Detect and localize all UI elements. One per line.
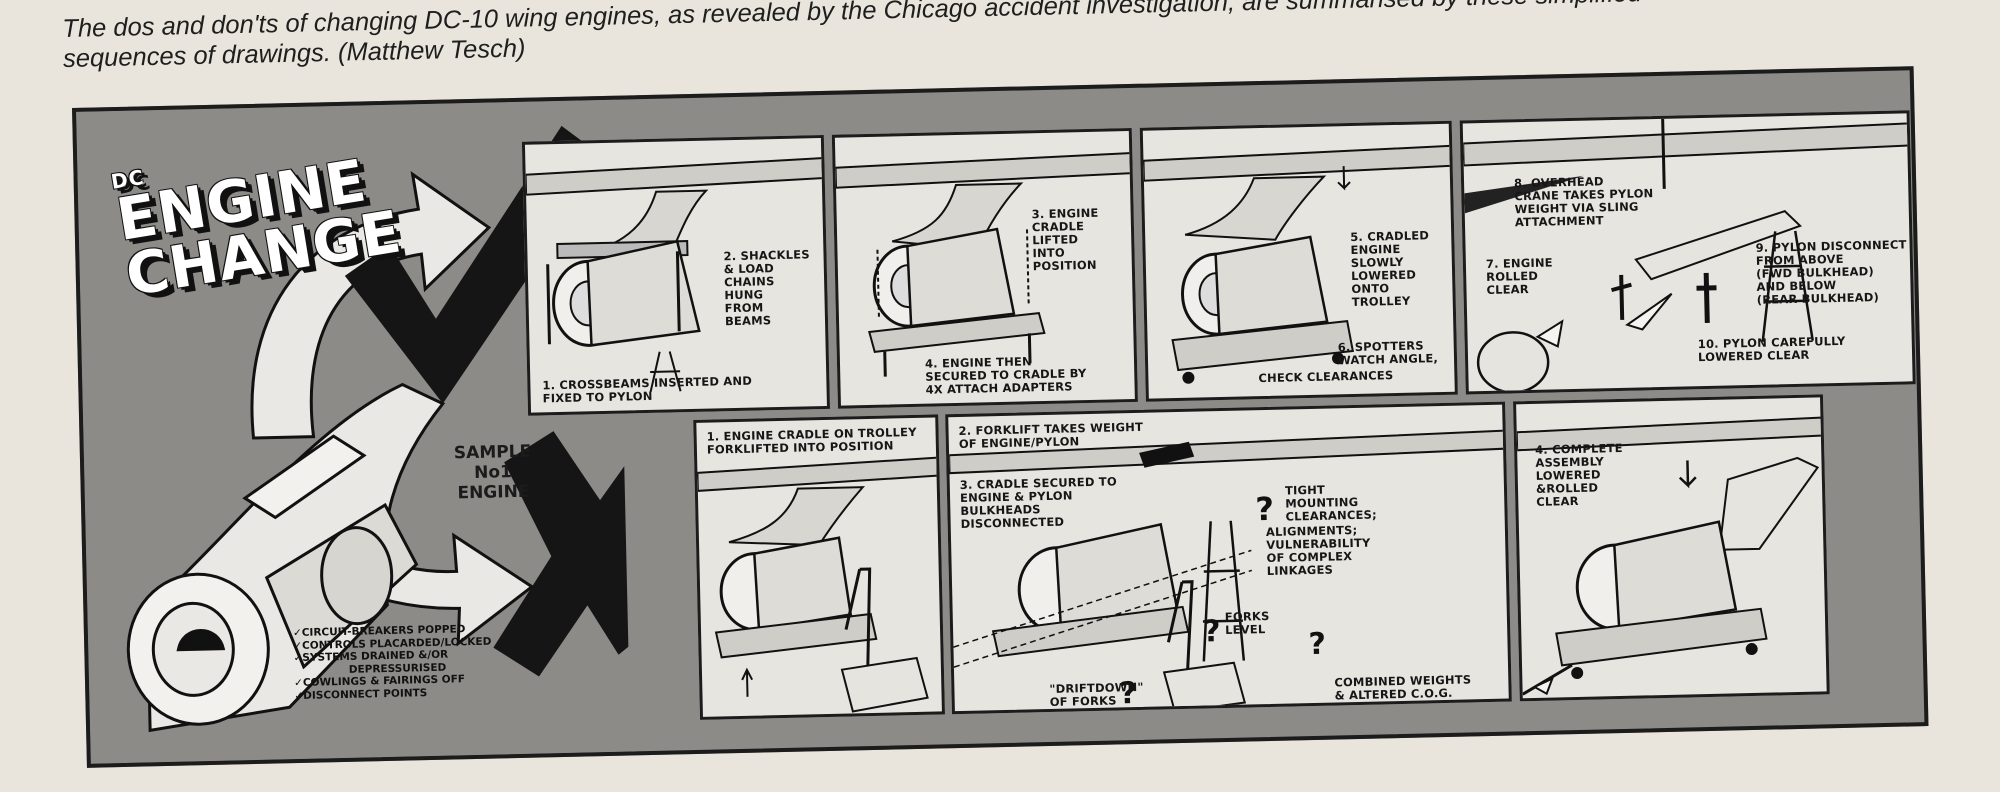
warning-alignments-label: ALIGNMENTS; VULNERABILITY OF COMPLEX LIN… [1265,522,1371,579]
panel-wrong-1: 1. ENGINE CRADLE ON TROLLEY FORKLIFTED I… [693,414,945,720]
warning-forks-level-label: FORKS LEVEL [1224,608,1270,637]
wrong-step-2-label: 2. FORKLIFT TAKES WEIGHT OF ENGINE/PYLON [958,419,1144,451]
sample-engine-label: SAMPLE No1 ENGINE [453,441,532,504]
wrong-step-3-label: 3. CRADLE SECURED TO ENGINE & PYLON BULK… [959,474,1118,531]
figure-caption: The dos and don'ts of changing DC-10 win… [62,0,1943,74]
warning-driftdown-label: "DRIFTDOWN" OF FORKS [1049,679,1144,709]
crossbeam-drawing [524,156,827,393]
correct-step-9-label: 9. PYLON DISCONNECT FROM ABOVE (FWD BULK… [1755,237,1907,307]
comic-strip: DC ENGINE CHANGE SAMPLE No1 ENGINE ✓CIRC… [72,66,1929,768]
sample-engine-drawing [126,382,446,733]
correct-step-3-label: 3. ENGINE CRADLE LIFTED INTO POSITION [1031,205,1099,274]
wrong-step-4-label: 4. COMPLETE ASSEMBLY LOWERED &ROLLED CLE… [1534,440,1623,509]
question-mark-icon: ? [1308,627,1326,662]
question-mark-icon: ? [1203,614,1221,649]
correct-step-2-label: 2. SHACKLES & LOAD CHAINS HUNG FROM BEAM… [723,247,810,329]
forklift-cradle-drawing [696,456,944,713]
warning-clearances-label: TIGHT MOUNTING CLEARANCES; [1284,482,1377,524]
forklift-pylon-drawing: ? ? ? ? [948,429,1511,714]
arrow-up-icon [250,171,492,440]
trolley-lower-drawing [1142,144,1457,384]
correct-step-6-label: 6. SPOTTERS WATCH ANGLE, [1337,338,1439,368]
warning-combined-weights-label: COMBINED WEIGHTS & ALTERED C.o.G. [1334,672,1472,703]
panel-correct-4: 8. OVERHEAD CRANE TAKES PYLON WEIGHT VIA… [1459,110,1916,395]
cradle-lift-drawing [834,151,1137,377]
correct-step-8-label: 8. OVERHEAD CRANE TAKES PYLON WEIGHT VIA… [1513,174,1654,230]
panel-wrong-2: ? ? ? ? 2. FORKLIFT TAKES WEIGHT OF ENGI… [945,401,1512,715]
panel-wrong-3: 4. COMPLETE ASSEMBLY LOWERED &ROLLED CLE… [1513,394,1830,702]
wrong-step-1-label: 1. ENGINE CRADLE ON TROLLEY FORKLIFTED I… [706,424,917,457]
correct-step-7-label: 7. ENGINE ROLLED CLEAR [1485,255,1553,297]
panel-correct-2: 3. ENGINE CRADLE LIFTED INTO POSITION 4.… [831,127,1138,409]
cross-mark-icon [493,431,631,677]
panel-correct-1: 2. SHACKLES & LOAD CHAINS HUNG FROM BEAM… [521,134,831,416]
assembly-lowered-drawing [1516,416,1828,696]
panel-correct-3: 5. CRADLED ENGINE SLOWLY LOWERED ONTO TR… [1139,120,1458,402]
correct-step-5-label: 5. CRADLED ENGINE SLOWLY LOWERED ONTO TR… [1350,228,1430,310]
pylon-crane-drawing [1462,118,1915,394]
pre-change-checklist: ✓CIRCUIT-BREAKERS POPPED ✓CONTROLS PLACA… [293,623,493,702]
correct-step-10-label: 10. PYLON CAREFULLY LOWERED CLEAR [1697,333,1846,365]
question-mark-icon: ? [1119,676,1137,711]
question-mark-icon: ? [1255,490,1274,528]
correct-step-1-label: 1. CROSSBEAMS INSERTED AND FIXED TO PYLO… [542,373,753,406]
correct-step-4-label: 4. ENGINE THEN SECURED TO CRADLE BY 4x A… [924,354,1087,397]
